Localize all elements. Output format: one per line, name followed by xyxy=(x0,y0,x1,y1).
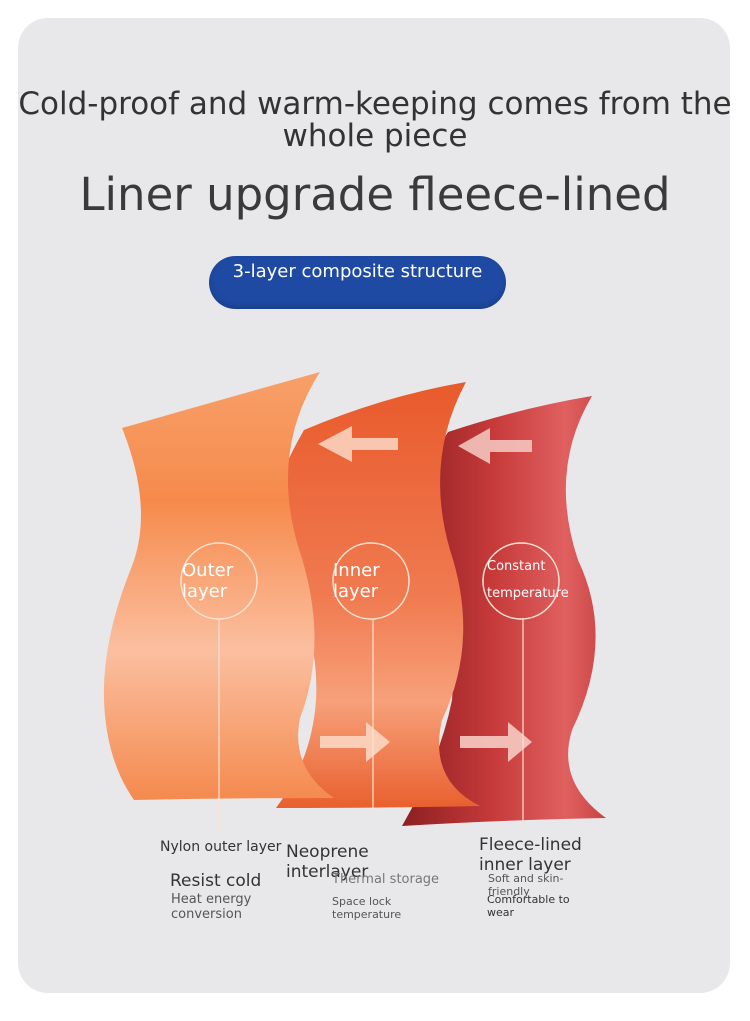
neoprene-feature-2: Space lock temperature xyxy=(332,895,402,921)
fleece-layer-name: Fleece-lined inner layer xyxy=(479,835,582,875)
nylon-layer-sheet xyxy=(103,372,334,800)
nylon-feature-1: Resist cold xyxy=(170,871,262,891)
constant-temp-marker xyxy=(482,542,560,620)
arrow-right-icon xyxy=(460,722,532,762)
neoprene-layer-sheet xyxy=(269,382,480,808)
structure-badge-label: 3-layer composite structure xyxy=(232,261,483,282)
inner-layer-label: Inner layer xyxy=(333,560,380,602)
fleece-feature-2: Comfortable to wear xyxy=(487,893,570,919)
neoprene-layer-name: Neoprene interlayer xyxy=(286,842,369,882)
structure-badge: 3-layer composite structure xyxy=(209,256,506,309)
arrow-left-icon xyxy=(458,428,532,464)
outer-layer-label: Outer layer xyxy=(182,560,234,602)
inner-layer-marker xyxy=(332,542,410,620)
fleece-layer-sheet xyxy=(402,396,606,826)
headline: Cold-proof and warm-keeping comes from t… xyxy=(18,86,732,154)
neoprene-feature-1: Thermal storage xyxy=(332,872,440,887)
fleece-feature-1: Soft and skin-friendly xyxy=(488,872,564,898)
nylon-layer-name: Nylon outer layer xyxy=(160,839,282,855)
page-title: Liner upgrade fleece-lined xyxy=(79,168,671,221)
constant-temp-label: Constant temperature xyxy=(487,559,569,601)
nylon-feature-2: Heat energy conversion xyxy=(171,892,252,922)
arrow-left-icon xyxy=(318,426,398,462)
